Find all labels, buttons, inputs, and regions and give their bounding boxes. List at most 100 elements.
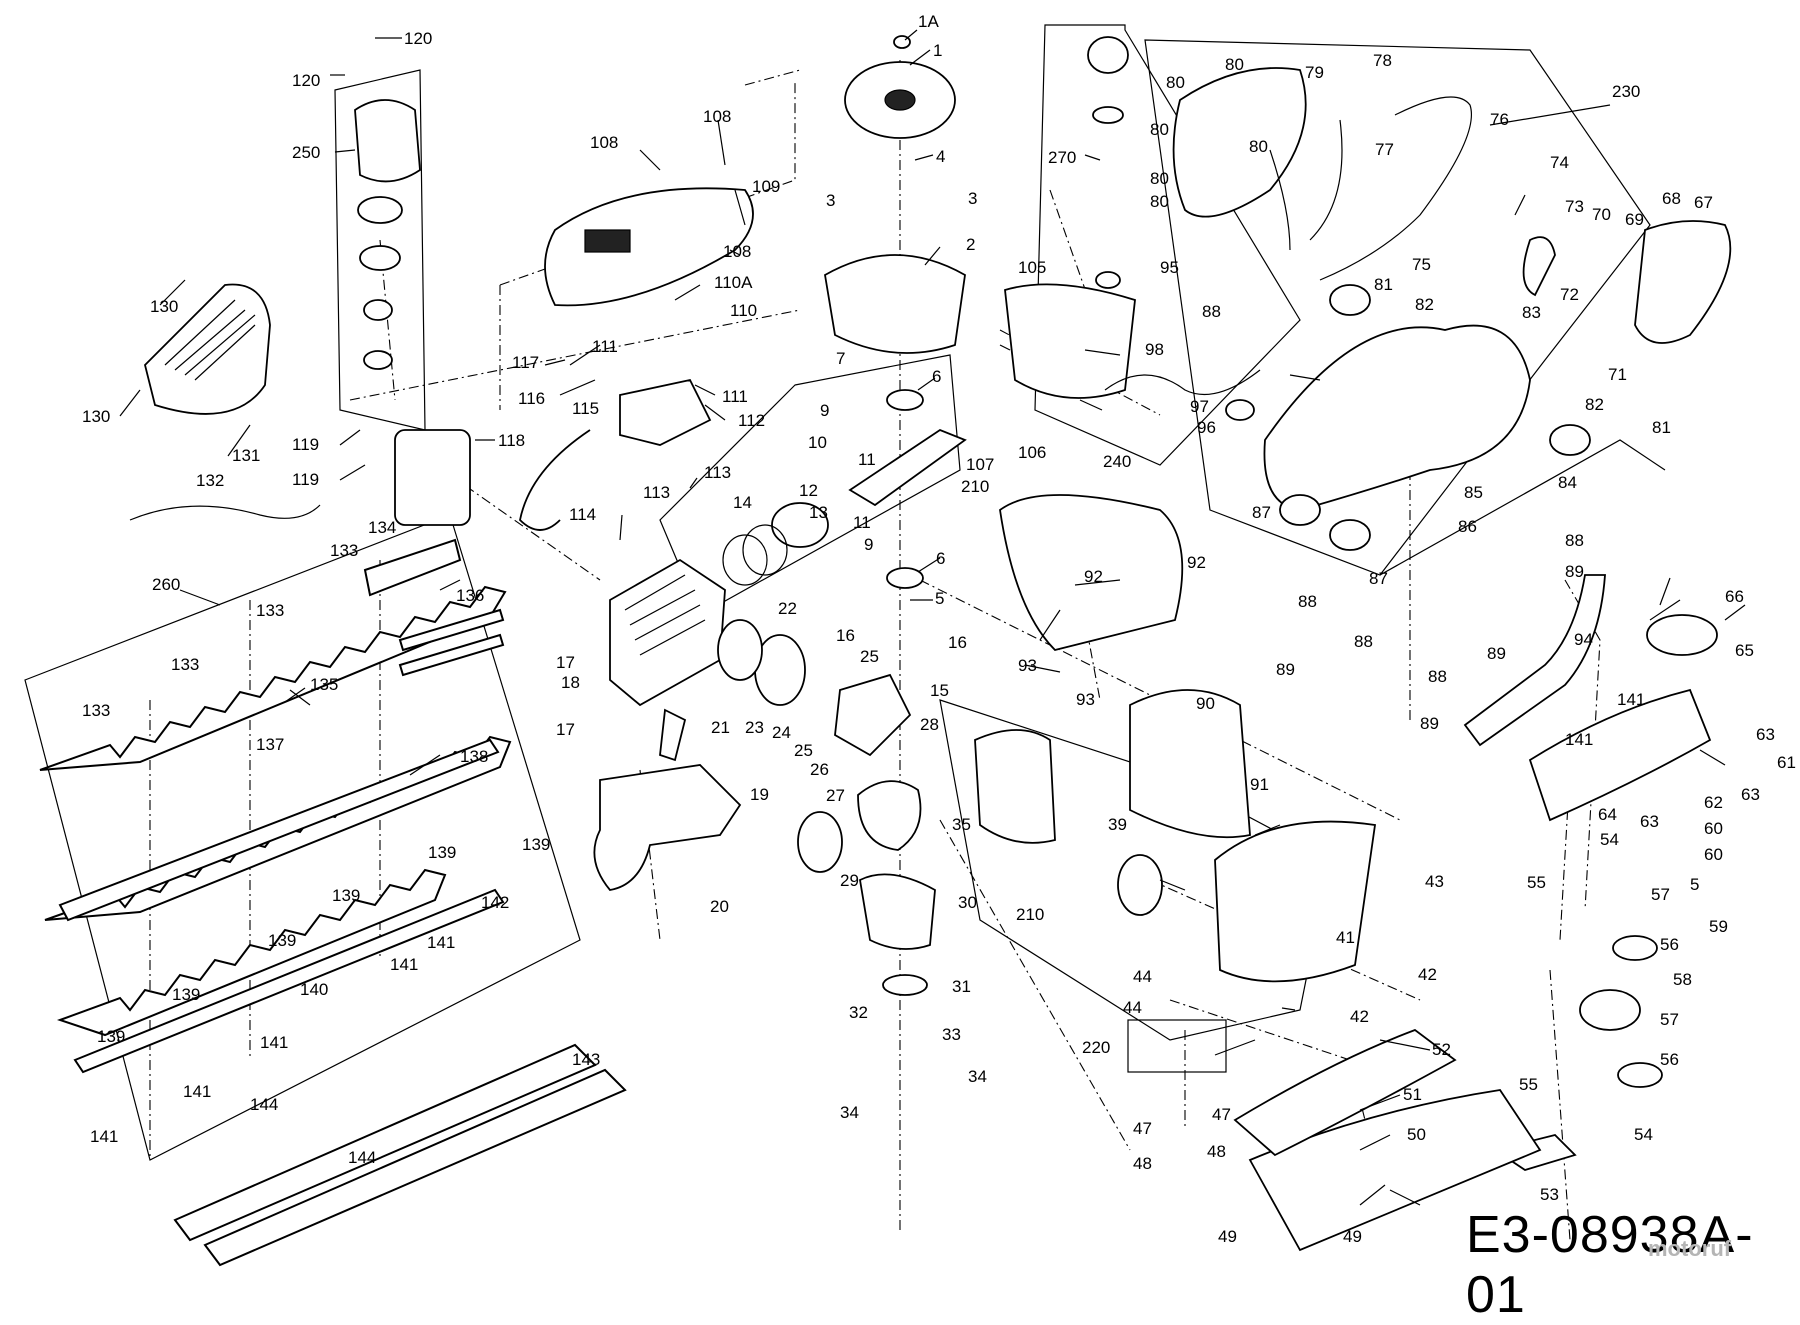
primer-bulb-drawing [1225,399,1255,421]
callout-35: 35 [952,815,971,834]
clutch-shoe-box [1127,1019,1227,1073]
handle-tube-drawing [1463,574,1606,747]
assembly-line [939,819,1131,1151]
callout-141: 141 [1617,690,1645,709]
spacer-strip-drawing [398,608,505,652]
crankshaft-drawing [848,428,967,507]
callout-79: 79 [1305,63,1324,82]
callout-109: 109 [752,177,780,196]
cylinder-drawing [609,558,726,707]
callout-60: 60 [1704,845,1723,864]
blade-drawings [39,538,627,1267]
callout-42: 42 [1350,1007,1369,1026]
callout-10: 10 [808,433,827,452]
vibration-spring-drawing [1549,424,1591,456]
callout-113: 113 [704,463,731,482]
vibration-spring-drawing [1279,494,1321,526]
callout-56: 56 [1660,935,1679,954]
callout-80: 80 [1225,55,1244,74]
callout-5: 5 [935,589,944,608]
callout-111: 111 [592,337,618,356]
callout-133: 133 [171,655,199,674]
callout-88: 88 [1202,302,1221,321]
callout-26: 26 [810,760,829,779]
callout-135: 135 [310,675,338,694]
callout-2: 2 [966,235,975,254]
callout-88: 88 [1565,531,1584,550]
callout-17: 17 [556,653,575,672]
callout-30: 30 [958,893,977,912]
callout-9: 9 [864,535,873,554]
callout-47: 47 [1212,1105,1231,1124]
callout-11: 11 [858,450,876,469]
callout-93: 93 [1076,690,1095,709]
callout-9: 9 [820,401,829,420]
callout-117: 117 [512,353,539,372]
callout-88: 88 [1428,667,1447,686]
starter-washer-drawing [363,350,393,370]
callout-6: 6 [932,367,941,386]
callout-139: 139 [172,985,200,1004]
assembly-line [744,69,801,86]
callout-49: 49 [1218,1227,1237,1246]
callout-82: 82 [1585,395,1604,414]
watermark-logo: motoruf [1648,1236,1732,1261]
callout-7: 7 [836,349,845,368]
callout-32: 32 [849,1003,868,1022]
callout-81: 81 [1652,418,1671,437]
callout-69: 69 [1625,210,1644,229]
assembly-line [1069,509,1101,701]
side-handle-cover-drawing [1634,220,1732,344]
callout-143: 143 [572,1050,600,1069]
leader-lines [119,29,1746,1206]
callout-80: 80 [1150,192,1169,211]
callout-19: 19 [750,785,769,804]
callout-76: 76 [1490,110,1509,129]
gear-case-drawing [859,873,936,950]
callout-92: 92 [1187,553,1206,572]
engine-cover-drawing [1214,820,1377,983]
callout-78: 78 [1373,51,1392,70]
callout-130: 130 [82,407,110,426]
air-filter-element-drawing [1117,854,1163,916]
callout-3: 3 [826,191,835,210]
callout-80: 80 [1249,137,1268,156]
callout-80: 80 [1150,169,1169,188]
callout-89: 89 [1420,714,1439,733]
callout-74: 74 [1550,153,1569,172]
fuel-filter-drawing [1095,271,1121,289]
fuel-tank-guard-drawing [974,729,1056,844]
fuel-tank-drawing [1004,283,1136,399]
callout-68: 68 [1662,189,1681,208]
callout-1A: 1A [918,12,939,31]
callout-56: 56 [1660,1050,1679,1069]
callout-108: 108 [703,107,731,126]
gasket-plate-drawing [1233,1028,1457,1157]
piston-ring-drawing [722,534,768,586]
callout-119: 119 [292,470,319,489]
callout-88: 88 [1354,632,1373,651]
callout-120: 120 [404,29,432,48]
callout-210: 210 [1016,905,1044,924]
callout-67: 67 [1694,193,1713,212]
callout-16: 16 [836,626,855,645]
callout-139: 139 [522,835,550,854]
callout-34: 34 [968,1067,987,1086]
callout-220: 220 [1082,1038,1110,1057]
callout-88: 88 [1298,592,1317,611]
callout-87: 87 [1252,503,1271,522]
insulator-drawing [717,619,763,681]
callout-97: 97 [1190,397,1209,416]
callout-11: 11 [853,513,871,532]
callout-63: 63 [1741,785,1760,804]
callout-43: 43 [1425,872,1444,891]
callout-55: 55 [1519,1075,1538,1094]
callout-77: 77 [1375,140,1394,159]
callout-5: 5 [1690,875,1699,894]
callout-138: 138 [460,747,488,766]
callout-44: 44 [1123,998,1142,1017]
callout-61: 61 [1777,753,1796,772]
callout-71: 71 [1608,365,1627,384]
ignition-coil-drawing [619,378,712,446]
callout-21: 21 [711,718,730,737]
